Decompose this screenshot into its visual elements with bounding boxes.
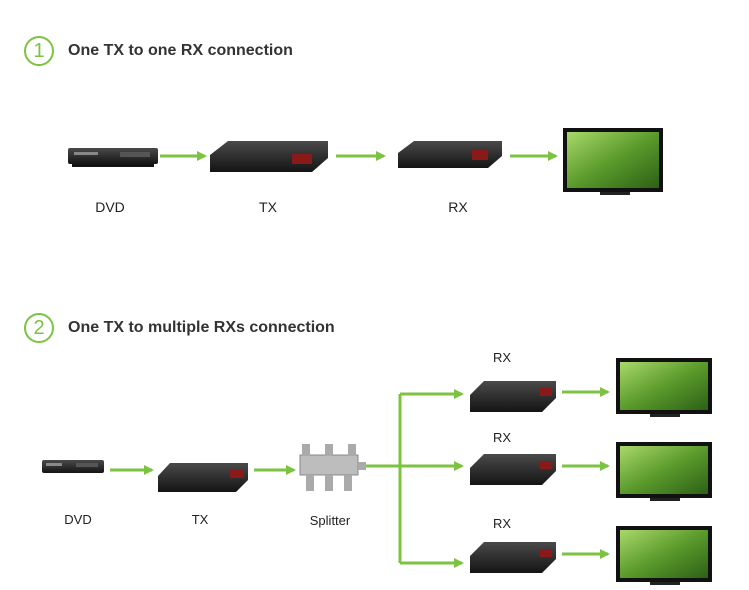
s2-tv-2	[616, 442, 712, 501]
s2-label-splitter: Splitter	[309, 513, 351, 528]
s2-label-rx-1: RX	[492, 350, 512, 365]
s2-branch-lines	[366, 394, 402, 563]
s2-label-tx: TX	[191, 512, 209, 527]
section2-number-badge: 2	[24, 313, 54, 343]
section1-number-badge: 1	[24, 36, 54, 66]
s2-dvd-player	[42, 460, 104, 473]
s1-label-rx: RX	[448, 199, 468, 215]
s2-label-dvd: DVD	[64, 512, 92, 527]
s1-rx-box	[398, 141, 502, 168]
s2-rx-box-3	[470, 542, 556, 573]
s2-rx-box-2	[470, 454, 556, 485]
section1-heading: 1 One TX to one RX connection	[24, 34, 293, 68]
section2-heading: 2 One TX to multiple RXs connection	[24, 311, 335, 345]
s2-tv-3	[616, 526, 712, 585]
s2-splitter	[299, 444, 366, 491]
s2-tx-box	[158, 463, 248, 492]
s2-label-rx-2: RX	[492, 430, 512, 445]
s1-tx-box	[210, 141, 328, 172]
s1-dvd-player	[68, 148, 158, 167]
section2-title: One TX to multiple RXs connection	[68, 319, 335, 336]
s2-label-rx-3: RX	[492, 516, 512, 531]
s1-label-dvd: DVD	[95, 199, 125, 215]
s1-label-tx: TX	[259, 199, 277, 215]
s2-tv-1	[616, 358, 712, 417]
s2-rx-box-1	[470, 381, 556, 412]
s1-tv	[563, 128, 663, 195]
section1-title: One TX to one RX connection	[68, 42, 293, 59]
